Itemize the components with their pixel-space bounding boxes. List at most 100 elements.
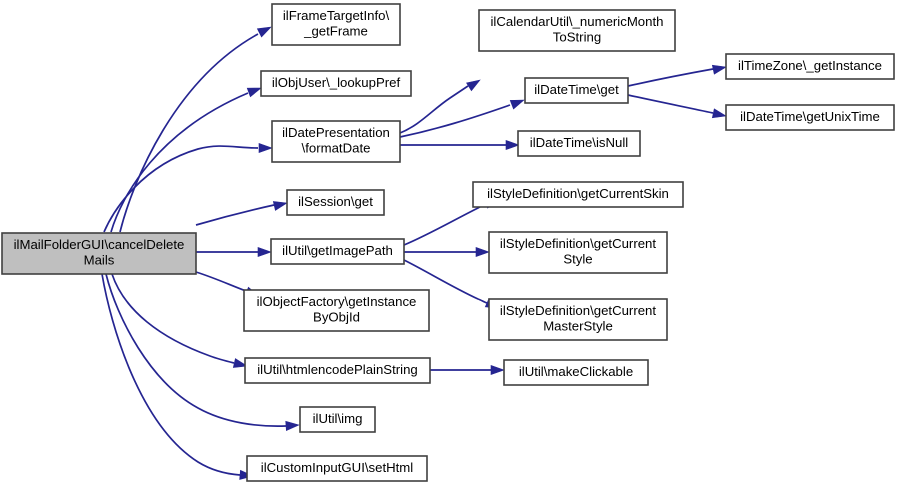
node-box[interactable] (488, 231, 668, 274)
node-label-line: ilUtil\img (313, 411, 363, 426)
graph-node-getcurrentskin[interactable]: ilStyleDefinition\getCurrentSkin (472, 181, 684, 208)
edge-line-getimagepath-to-getcurrentmasterstyle (403, 259, 488, 304)
graph-node-makeclickable[interactable]: ilUtil\makeClickable (503, 359, 649, 386)
node-label-line: ilObjUser\_lookupPref (272, 75, 401, 90)
arrowhead-icon (505, 139, 520, 151)
node-label-line: Mails (84, 253, 115, 268)
root-node-box[interactable] (1, 232, 197, 275)
node-label-line: _getFrame (303, 24, 368, 39)
node-label-line: ilUtil\getImagePath (282, 243, 393, 258)
node-box[interactable] (270, 238, 405, 265)
graph-edge (399, 79, 481, 134)
node-label-line: ilDatePresentation (282, 125, 390, 140)
node-box[interactable] (472, 181, 684, 208)
arrowhead-icon (711, 64, 727, 75)
graph-edge (404, 246, 490, 258)
node-box[interactable] (271, 120, 401, 163)
node-label-line: ilMailFolderGUI\cancelDelete (14, 237, 185, 252)
node-label-line: ilStyleDefinition\getCurrent (500, 236, 656, 251)
edge-line-root-to-session (195, 204, 275, 226)
edge-line-datepresentation-to-calendarutil (399, 85, 469, 134)
node-label-line: ilSession\get (298, 194, 373, 209)
arrowhead-icon (256, 26, 272, 38)
node-box[interactable] (524, 77, 629, 104)
graph-node-getimagepath[interactable]: ilUtil\getImagePath (270, 238, 405, 265)
edge-line-root-to-img (105, 273, 287, 427)
node-label-line: ilDateTime\get (534, 82, 619, 97)
node-label-line: ilDateTime\isNull (530, 135, 629, 150)
edge-line-root-to-htmlencode (111, 273, 235, 364)
graph-edge (195, 201, 288, 226)
node-label-line: ByObjId (313, 310, 360, 325)
graph-node-timezone[interactable]: ilTimeZone\_getInstance (725, 53, 895, 80)
graph-edge (119, 26, 272, 233)
graph-edge (400, 139, 520, 151)
node-label-line: ilObjectFactory\getInstance (257, 294, 417, 309)
node-label-line: ilDateTime\getUnixTime (740, 109, 880, 124)
node-box[interactable] (260, 70, 412, 97)
node-box[interactable] (517, 130, 641, 157)
edge-line-getimagepath-to-getcurrentskin (403, 202, 488, 246)
graph-edge (101, 273, 254, 480)
edge-line-root-to-setHtml (101, 273, 241, 476)
graph-edge (111, 273, 248, 368)
arrowhead-icon (272, 201, 288, 211)
graph-edges-layer (101, 26, 727, 480)
node-box[interactable] (243, 289, 430, 332)
node-box[interactable] (488, 298, 668, 341)
node-box[interactable] (478, 9, 676, 52)
graph-node-datetimeisnull[interactable]: ilDateTime\isNull (517, 130, 641, 157)
node-box[interactable] (286, 189, 385, 216)
node-box[interactable] (725, 53, 895, 80)
arrowhead-icon (475, 246, 490, 258)
graph-node-datetimeget[interactable]: ilDateTime\get (524, 77, 629, 104)
node-label-line: ilUtil\htmlencodePlainString (257, 362, 418, 377)
node-label-line: ilFrameTargetInfo\ (283, 8, 390, 23)
arrowhead-icon (232, 358, 248, 368)
arrowhead-icon (509, 99, 525, 110)
graph-node-frametargetinfo[interactable]: ilFrameTargetInfo\_getFrame (271, 3, 401, 46)
node-label-line: ilStyleDefinition\getCurrent (500, 303, 656, 318)
node-label-line: \formatDate (302, 141, 371, 156)
edge-line-root-to-datepresentation (103, 145, 259, 233)
graph-edge (110, 87, 262, 233)
graph-node-img[interactable]: ilUtil\img (299, 406, 376, 433)
graph-edge (399, 99, 525, 138)
arrowhead-icon (258, 142, 273, 154)
node-box[interactable] (725, 104, 895, 131)
arrowhead-icon (257, 246, 272, 258)
graph-edge (627, 64, 727, 87)
edge-line-root-to-objuser (110, 92, 249, 233)
arrowhead-icon (490, 364, 505, 376)
node-label-line: ilCustomInputGUI\setHtml (261, 460, 413, 475)
edge-line-datetimeget-to-timezone (627, 68, 714, 87)
graph-edge (627, 94, 727, 119)
arrowhead-icon (466, 79, 481, 92)
graph-node-objuser[interactable]: ilObjUser\_lookupPref (260, 70, 412, 97)
graph-node-session[interactable]: ilSession\get (286, 189, 385, 216)
graph-edge (103, 142, 273, 233)
node-box[interactable] (503, 359, 649, 386)
graph-edge (430, 364, 505, 376)
graph-node-datepresentation[interactable]: ilDatePresentation\formatDate (271, 120, 401, 163)
graph-node-setHtml[interactable]: ilCustomInputGUI\setHtml (246, 455, 428, 482)
node-label-line: ilTimeZone\_getInstance (738, 58, 882, 73)
node-box[interactable] (246, 455, 428, 482)
node-label-line: ilStyleDefinition\getCurrentSkin (487, 186, 669, 201)
graph-edge (196, 246, 272, 258)
node-box[interactable] (271, 3, 401, 46)
graph-edge (105, 273, 300, 431)
edge-line-root-to-objectfactory (195, 271, 247, 292)
node-label-line: ilUtil\makeClickable (519, 364, 633, 379)
node-box[interactable] (299, 406, 376, 433)
graph-node-htmlencode[interactable]: ilUtil\htmlencodePlainString (244, 357, 431, 384)
node-box[interactable] (244, 357, 431, 384)
graph-node-getunixtime[interactable]: ilDateTime\getUnixTime (725, 104, 895, 131)
